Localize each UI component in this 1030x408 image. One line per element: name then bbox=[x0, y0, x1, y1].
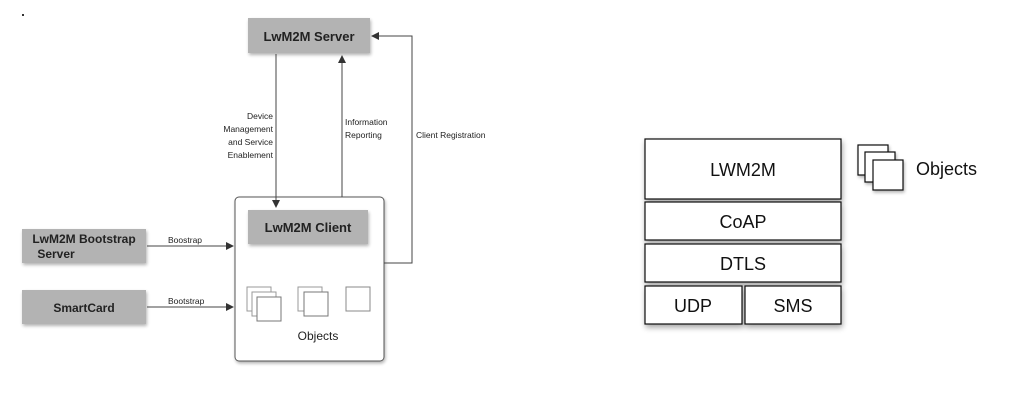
dtls-layer-label: DTLS bbox=[720, 254, 766, 274]
udp-layer-label: UDP bbox=[674, 296, 712, 316]
lwm2m-server-label: LwM2M Server bbox=[263, 29, 354, 44]
coap-layer bbox=[644, 201, 842, 241]
svg-text:Information: Information bbox=[345, 117, 388, 127]
lwm2m-server-box: LwM2M Server bbox=[248, 18, 370, 53]
stray-dot bbox=[22, 14, 24, 16]
lwm2m-layer bbox=[644, 138, 842, 200]
svg-text:and Service: and Service bbox=[228, 137, 273, 147]
objects-stack-icon-1 bbox=[246, 286, 282, 322]
bootstrap-server-arrow-label: Boostrap bbox=[168, 235, 202, 245]
sms-layer-label: SMS bbox=[773, 296, 812, 316]
client-registration-label: Client Registration bbox=[416, 130, 486, 140]
protocol-stack-diagram: LWM2M CoAP DTLS UDP SMS Objects bbox=[644, 138, 977, 325]
svg-text:Device: Device bbox=[247, 111, 273, 121]
dtls-layer bbox=[644, 243, 842, 283]
bootstrap-server-label-line1: LwM2M Bootstrap bbox=[32, 232, 135, 246]
smartcard-box: SmartCard bbox=[22, 290, 146, 324]
sms-layer bbox=[744, 285, 842, 325]
svg-text:Reporting: Reporting bbox=[345, 130, 382, 140]
lwm2m-layer-label: LWM2M bbox=[710, 160, 776, 180]
objects-label: Objects bbox=[916, 159, 977, 179]
objects-single-icon bbox=[345, 286, 371, 312]
objects-stack-icon-2 bbox=[297, 286, 329, 317]
bootstrap-server-box: LwM2M Bootstrap Server bbox=[22, 229, 146, 263]
client-registration-arrow bbox=[371, 32, 413, 264]
lwm2m-architecture-diagram: LwM2M Server LwM2M Client LwM2M Bootstra… bbox=[22, 18, 486, 362]
coap-layer-label: CoAP bbox=[719, 212, 766, 232]
lwm2m-client-label: LwM2M Client bbox=[265, 220, 352, 235]
bootstrap-server-label-line2: Server bbox=[37, 247, 75, 261]
information-reporting-label: Information Reporting bbox=[345, 117, 388, 140]
smartcard-label: SmartCard bbox=[53, 301, 114, 315]
smartcard-arrow-label: Bootstrap bbox=[168, 296, 205, 306]
objects-stack-icon bbox=[857, 144, 904, 191]
client-objects-label: Objects bbox=[298, 329, 339, 343]
udp-layer bbox=[644, 285, 743, 325]
svg-text:Management: Management bbox=[223, 124, 273, 134]
device-management-label: Device Management and Service Enablement bbox=[223, 111, 273, 160]
lwm2m-client-box: LwM2M Client bbox=[248, 210, 368, 244]
svg-text:Enablement: Enablement bbox=[228, 150, 274, 160]
